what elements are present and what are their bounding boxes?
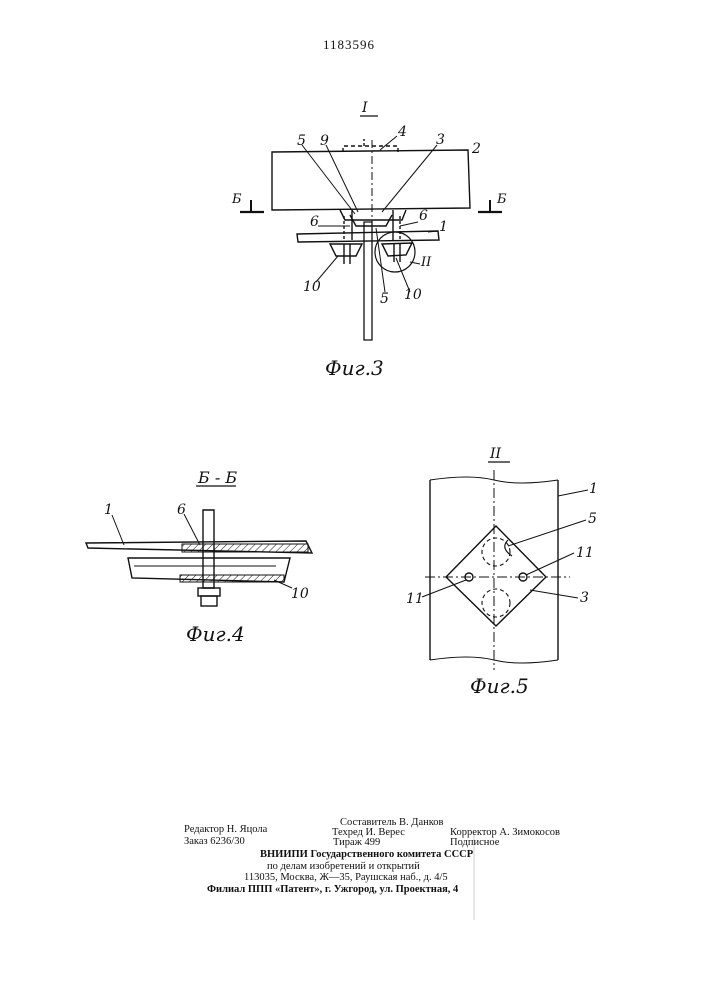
- patent-number: 1183596: [323, 38, 375, 51]
- fig3-callout-9: 9: [320, 134, 329, 148]
- fig3-callout-1: 1: [439, 220, 448, 234]
- rod: [364, 222, 372, 340]
- nut-10-right: [382, 243, 412, 256]
- fig3-callout-4: 4: [398, 125, 407, 139]
- fig4-callout-10: 10: [291, 587, 309, 601]
- fig5-callout-3: 3: [580, 591, 589, 605]
- fig5-callout-5: 5: [588, 512, 597, 526]
- bracket-5: [340, 210, 406, 220]
- fig5-callout-1: 1: [589, 482, 598, 496]
- fig4-caption: Фиг.4: [186, 624, 245, 644]
- figure-5: [422, 462, 588, 670]
- fig4-callout-6: 6: [177, 503, 186, 517]
- footer-org-line1: ВНИИПИ Государственного комитета СССР: [260, 850, 473, 861]
- footer-org-line2: по делам изобретений и открытий: [267, 862, 420, 873]
- fig5-callout-11-left: 11: [406, 592, 424, 606]
- fig3-callout-5-bottom: 5: [380, 292, 389, 306]
- fig3-callout-10-right: 10: [404, 288, 422, 302]
- fig5-view-label: II: [490, 447, 501, 461]
- fig3-section-mark-right: Б: [497, 193, 507, 206]
- figure-4: [86, 486, 312, 606]
- fig3-callout-6-left: 6: [310, 215, 319, 229]
- nut-10-left: [330, 244, 362, 256]
- fig4-section-title: Б - Б: [198, 470, 237, 486]
- fig3-caption: Фиг.3: [325, 358, 384, 378]
- footer-subscription: Подписное: [450, 838, 499, 849]
- fig3-callout-6-right: 6: [419, 209, 428, 223]
- footer-order: Заказ 6236/30: [184, 837, 245, 848]
- fig4-callout-1: 1: [104, 503, 113, 517]
- fig3-callout-10-left: 10: [303, 280, 321, 294]
- footer-editor: Редактор Н. Яцола: [184, 825, 267, 836]
- plate-1: [297, 231, 439, 242]
- fig5-caption: Фиг.5: [470, 676, 529, 696]
- fig3-callout-5: 5: [297, 134, 306, 148]
- footer-circulation: Тираж 499: [333, 838, 380, 849]
- fig3-callout-2: 2: [472, 142, 481, 156]
- fig3-callout-II: II: [421, 256, 431, 269]
- beam-2: [272, 150, 470, 210]
- fig3-section-mark-left: Б: [232, 193, 242, 206]
- fig3-view-label: I: [362, 101, 368, 115]
- fig3-callout-3: 3: [436, 133, 445, 147]
- footer-address: 113035, Москва, Ж—35, Раушская наб., д. …: [244, 873, 448, 884]
- footer-branch: Филиал ППП «Патент», г. Ужгород, ул. Про…: [207, 885, 458, 896]
- diamond-plate-3: [446, 526, 546, 626]
- figure-3: [240, 116, 502, 340]
- fig5-callout-11-right: 11: [576, 546, 594, 560]
